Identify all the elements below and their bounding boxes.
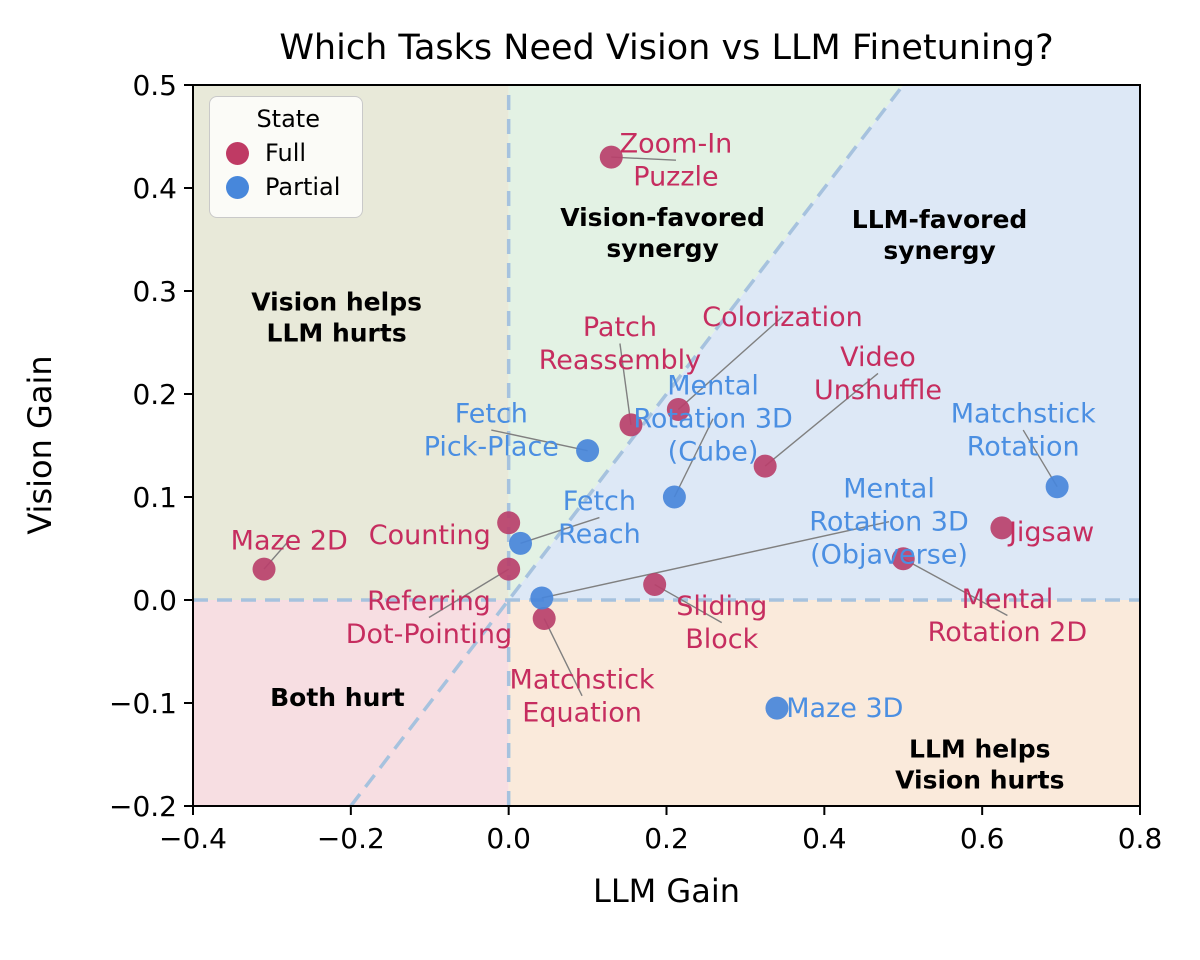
diagonal-y-equals-x bbox=[349, 83, 905, 808]
y-tick-label-0-2: 0.2 bbox=[132, 378, 177, 411]
x-tick-label-0-0: 0.0 bbox=[486, 822, 531, 855]
label-maze-2d: Maze 2D bbox=[231, 525, 348, 556]
y-tick-label-0-3: 0.3 bbox=[132, 275, 177, 308]
connector-fetch-reach bbox=[520, 516, 600, 545]
connector-mental-rotation-3d-cube bbox=[673, 418, 714, 498]
y-tick-label-0-4: 0.4 bbox=[132, 172, 177, 205]
y-tick-label-0-0: 0.0 bbox=[132, 584, 177, 617]
legend-marker-partial bbox=[226, 175, 249, 199]
point-matchstick-equation bbox=[532, 607, 556, 631]
y-tick-label-0-1: −0.1 bbox=[109, 687, 177, 720]
x-tick-label-0-8: 0.8 bbox=[1118, 822, 1163, 855]
connector-sliding-block bbox=[654, 583, 723, 624]
x-tick-label-0-4: 0.4 bbox=[802, 822, 847, 855]
legend-title: State bbox=[256, 105, 320, 133]
point-counting bbox=[497, 511, 521, 535]
point-matchstick-rotation bbox=[1045, 475, 1069, 499]
both-hurt-fill bbox=[193, 600, 509, 806]
point-jigsaw bbox=[990, 516, 1014, 540]
x-axis-label: LLM Gain bbox=[592, 872, 740, 910]
y-tick-label-0-5: 0.5 bbox=[132, 69, 177, 102]
y-axis-label: Vision Gain bbox=[21, 355, 59, 535]
x-tick-label-0-4: −0.4 bbox=[159, 822, 227, 855]
connector-mental-rotation-2d bbox=[902, 558, 1008, 617]
connector-colorization bbox=[677, 316, 783, 410]
point-fetch-pick-place bbox=[576, 439, 600, 463]
connector-referring-dot-pointing bbox=[428, 568, 510, 619]
x-tick-label-0-2: 0.2 bbox=[644, 822, 689, 855]
point-fetch-reach bbox=[509, 531, 533, 555]
label-maze-3d: Maze 3D bbox=[786, 693, 903, 724]
point-maze-2d bbox=[252, 557, 276, 581]
point-sliding-block bbox=[643, 573, 667, 597]
legend-marker-full bbox=[226, 141, 249, 165]
point-mental-rotation-3d-objaverse bbox=[530, 586, 554, 610]
connector-patch-reassembly bbox=[619, 343, 632, 425]
connector-mental-rotation-3d-objaverse bbox=[541, 521, 890, 599]
label-counting: Counting bbox=[369, 520, 491, 551]
connector-matchstick-equation bbox=[543, 618, 583, 697]
point-video-unshuffle bbox=[753, 454, 777, 478]
point-mental-rotation-2d bbox=[891, 547, 915, 571]
legend-label-partial: Partial bbox=[265, 173, 341, 201]
label-colorization: Colorization bbox=[702, 302, 862, 333]
chart-title: Which Tasks Need Vision vs LLM Finetunin… bbox=[279, 28, 1054, 68]
legend-item-full: Full bbox=[226, 139, 340, 167]
point-maze-3d bbox=[765, 696, 789, 720]
point-mental-rotation-3d-cube bbox=[662, 485, 686, 509]
legend-item-partial: Partial bbox=[226, 173, 340, 201]
llm-favored-synergy-fill bbox=[508, 85, 1141, 600]
y-tick-label-0-1: 0.1 bbox=[132, 481, 177, 514]
label-jigsaw: Jigsaw bbox=[1007, 517, 1094, 548]
quadrant-label-both-hurt: Both hurt bbox=[270, 683, 405, 712]
connector-video-unshuffle bbox=[764, 372, 879, 467]
llm-helps-vision-hurts-fill bbox=[508, 600, 1141, 806]
y-tick-label-0-2: −0.2 bbox=[109, 790, 177, 823]
x-tick-label-0-2: −0.2 bbox=[317, 822, 385, 855]
point-referring-dot-pointing bbox=[497, 557, 521, 581]
connector-fetch-pick-place bbox=[491, 429, 588, 452]
point-patch-reassembly bbox=[619, 413, 643, 437]
point-zoom-in-puzzle bbox=[599, 145, 623, 169]
legend-label-full: Full bbox=[265, 139, 307, 167]
x-tick-label-0-6: 0.6 bbox=[960, 822, 1005, 855]
point-colorization bbox=[666, 397, 690, 421]
